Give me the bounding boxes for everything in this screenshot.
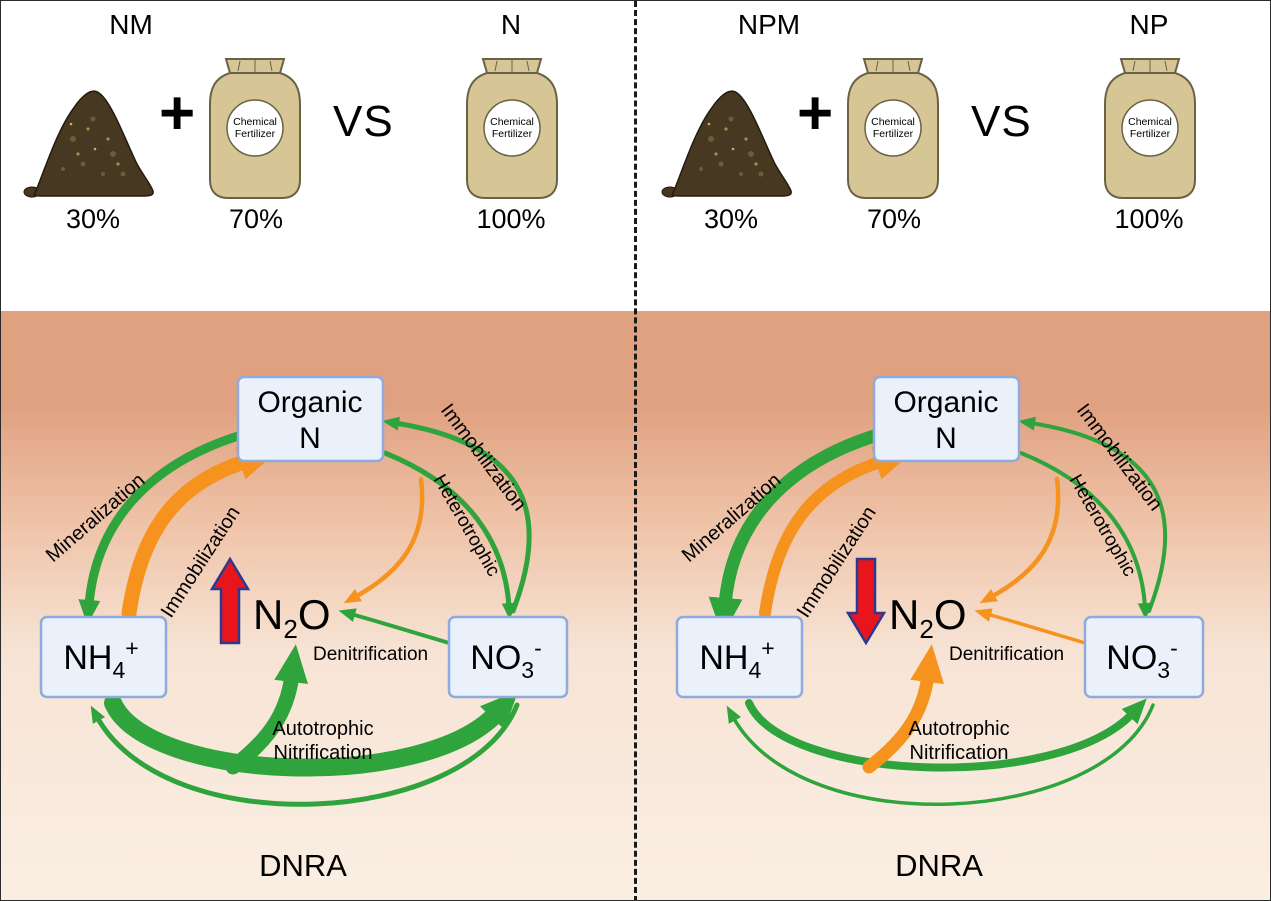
svg-text:Fertilizer: Fertilizer (235, 128, 276, 140)
svg-text:Nitrification: Nitrification (274, 742, 373, 764)
dnra-arrow (90, 702, 520, 807)
organic-n-box: Organic N (236, 375, 385, 463)
fertilizer-bag-icon: Chemical Fertilizer (1104, 58, 1196, 199)
mineralization-arrow (78, 428, 253, 625)
nitrification-n2o-arrow (862, 644, 944, 774)
no3-label: NO3- (470, 635, 541, 683)
nh4-label: NH4+ (63, 635, 138, 683)
svg-text:N: N (299, 422, 321, 455)
plus-sign: + (797, 79, 834, 148)
svg-text:Fertilizer: Fertilizer (873, 128, 914, 140)
heterotrophic-arrow (1019, 451, 1152, 620)
denitrification-arrow (974, 608, 1087, 645)
no3-box: NO3- (447, 615, 569, 699)
svg-text:Fertilizer: Fertilizer (492, 128, 533, 140)
organic-n-label: Organic (893, 386, 998, 419)
nitrogen-cycle-left: Organic N NH4+ NO3- N2O Mineralization I… (39, 375, 569, 883)
svg-text:Chemical: Chemical (1128, 116, 1172, 128)
n2o-increase-arrow (209, 556, 251, 645)
heterotrophic-n2o-arrow (979, 476, 1061, 604)
treatment-panel-nm: NM N + Chemical Fertilizer (1, 1, 634, 311)
dnra-label: DNRA (259, 848, 347, 883)
heterotrophic-arrow (382, 450, 516, 620)
plus-sign: + (159, 79, 196, 148)
immobilization-right-arrow (1018, 416, 1168, 613)
nh4-box: NH4+ (39, 615, 168, 699)
organic-n-box: Organic N (872, 375, 1021, 463)
n2o-label: N2O (889, 591, 966, 644)
immobilization-arrow (759, 446, 913, 619)
immobilization-right-arrow (382, 416, 532, 614)
svg-text:Nitrification: Nitrification (910, 742, 1009, 764)
fertilizer-bag-icon: Chemical Fertilizer (847, 58, 939, 199)
single-treatment-label: N (500, 9, 522, 40)
no3-label: NO3- (1106, 635, 1177, 683)
immobilization-arrow (121, 446, 277, 621)
nh4-label: NH4+ (699, 635, 774, 683)
dnra-label: DNRA (895, 848, 983, 883)
nh4-box: NH4+ (675, 615, 804, 699)
manure-percentage: 30% (703, 204, 759, 234)
n2o-decrease-arrow (845, 557, 887, 646)
autotrophic-nitrification-label: Autotrophic (908, 718, 1009, 740)
autotrophic-nitrification-label: Autotrophic (272, 718, 373, 740)
denitrification-label: Denitrification (313, 644, 428, 665)
svg-text:Chemical: Chemical (490, 116, 534, 128)
fertilizer-bag-icon: Chemical Fertilizer (466, 58, 558, 199)
no3-box: NO3- (1083, 615, 1205, 699)
organic-n-label: Organic (257, 386, 362, 419)
mineralization-arrow (708, 426, 891, 636)
mix-treatment-label: NPM (737, 9, 801, 40)
fertilizer-percentage: 70% (866, 204, 922, 234)
fertilizer-bag-icon: Chemical Fertilizer (209, 58, 301, 199)
manure-pile-icon (23, 90, 154, 198)
treatment-panel-npm: NPM NP + Chemical Fertilizer (639, 1, 1270, 311)
panel-divider-line (634, 1, 637, 900)
heterotrophic-n2o-arrow (343, 476, 425, 604)
denitrification-label: Denitrification (949, 644, 1064, 665)
manure-percentage: 30% (65, 204, 121, 234)
nitrification-n2o-arrow (225, 644, 308, 775)
dnra-arrow (726, 703, 1155, 807)
mix-treatment-label: NM (109, 9, 153, 40)
svg-text:Chemical: Chemical (233, 116, 277, 128)
svg-text:N: N (935, 422, 957, 455)
svg-text:Fertilizer: Fertilizer (1130, 128, 1171, 140)
svg-text:Chemical: Chemical (871, 116, 915, 128)
single-percentage: 100% (476, 204, 546, 234)
n2o-label: N2O (253, 591, 330, 644)
manure-pile-icon (661, 90, 792, 198)
mineralization-label: Mineralization (42, 469, 150, 567)
nitrogen-cycle-right: Organic N NH4+ NO3- N2O Mineralization I… (675, 375, 1205, 883)
autotrophic-nitrification-arrow (104, 690, 519, 777)
fertilizer-percentage: 70% (228, 204, 284, 234)
denitrification-arrow (338, 608, 451, 645)
vs-label: VS (333, 97, 394, 146)
single-percentage: 100% (1114, 204, 1184, 234)
vs-label: VS (971, 97, 1032, 146)
single-treatment-label: NP (1129, 9, 1169, 40)
autotrophic-nitrification-arrow (745, 698, 1147, 772)
